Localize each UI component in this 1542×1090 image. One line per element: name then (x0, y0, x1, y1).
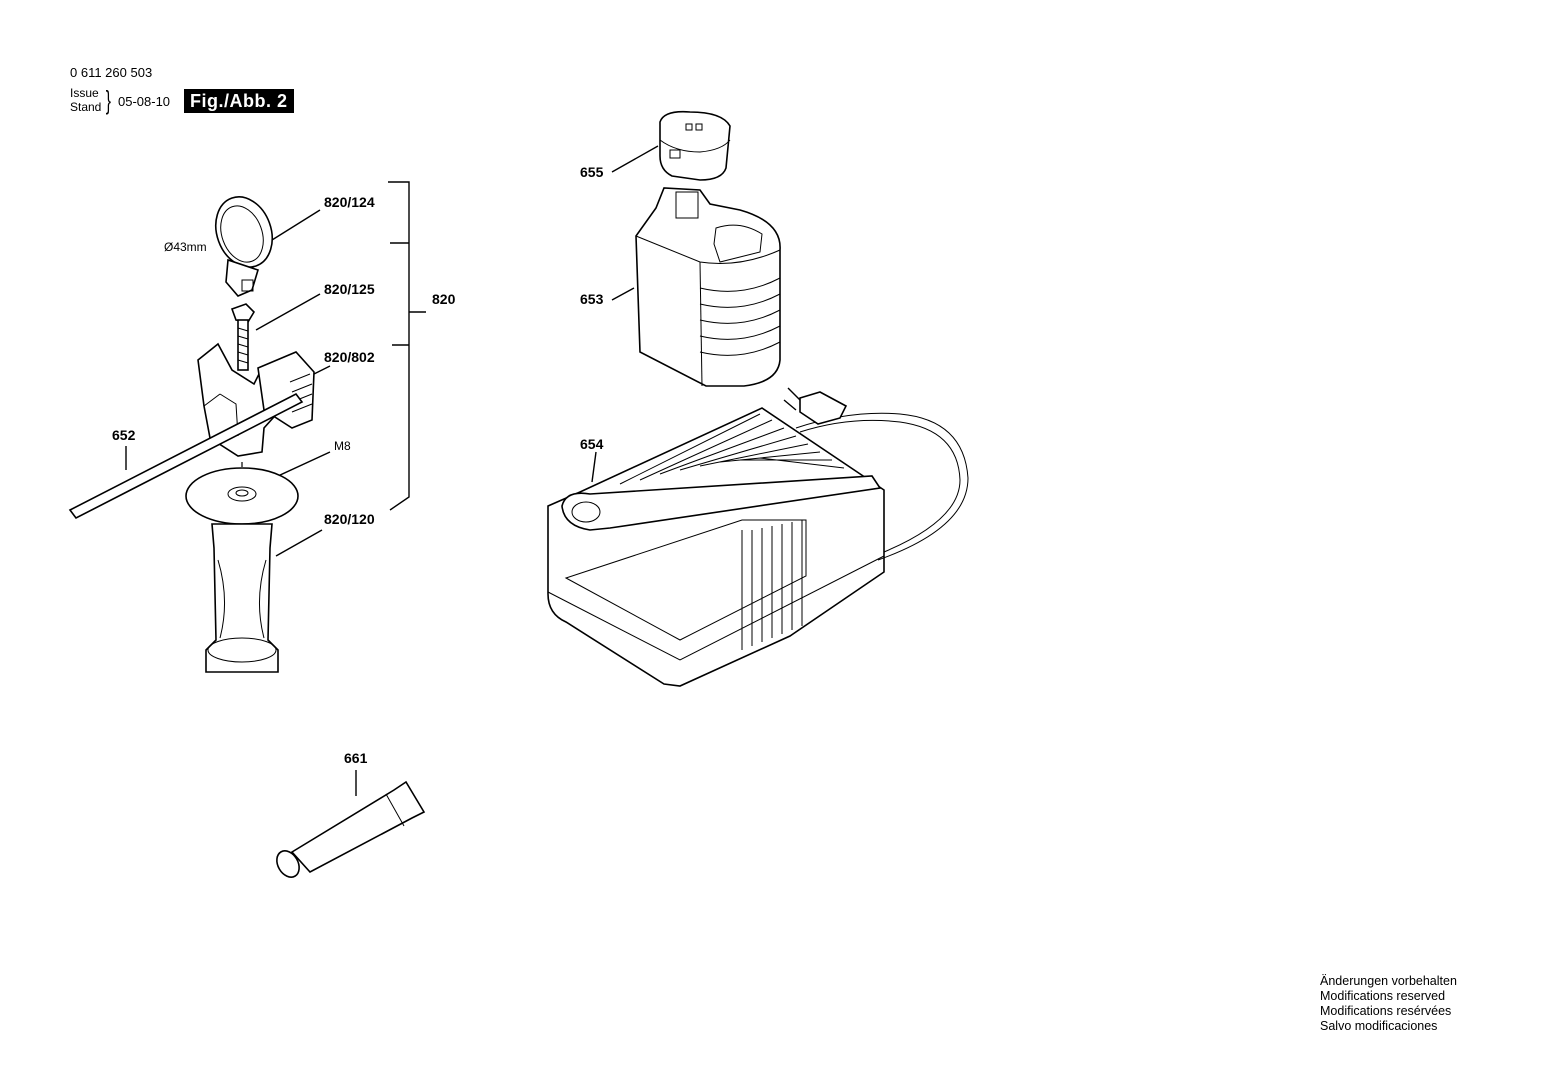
part-number: 0 611 260 503 (70, 65, 153, 80)
charger-cable (783, 387, 969, 561)
note-de: Änderungen vorbehalten (1320, 974, 1457, 988)
note-fr: Modifications resérvées (1320, 1004, 1452, 1018)
callout-653: 653 (580, 291, 604, 307)
callout-655: 655 (580, 164, 604, 180)
plug-part (799, 391, 848, 425)
issue-label: Issue (70, 86, 99, 100)
callout-820-124: 820/124 (324, 194, 375, 210)
brace-glyph: } (105, 85, 111, 115)
modification-notes: Änderungen vorbehalten Modifications res… (1320, 974, 1457, 1034)
battery-charger-assembly (547, 110, 969, 687)
callout-652: 652 (112, 427, 136, 443)
callout-820-120: 820/120 (324, 511, 375, 527)
note-en: Modifications reserved (1320, 989, 1446, 1003)
depth-rod-part (68, 392, 304, 520)
callout-820-802: 820/802 (324, 349, 375, 365)
callout-820-125: 820/125 (324, 281, 375, 297)
handle-disc (185, 467, 299, 525)
charger-part (547, 407, 885, 687)
figure-label: Fig./Abb. 2 (184, 89, 294, 113)
bolt-part (230, 293, 321, 371)
group-bracket-820 (388, 181, 410, 511)
clamp-band-part (214, 196, 321, 297)
stand-label: Stand (70, 100, 102, 114)
issue-date: 05-08-10 (118, 94, 171, 109)
grease-tube-part (276, 770, 426, 878)
note-es: Salvo modificaciones (1320, 1019, 1438, 1033)
battery-cap-part (611, 110, 731, 181)
callout-654: 654 (580, 436, 604, 452)
dimension-43mm: Ø43mm (164, 240, 207, 254)
thread-m8: M8 (334, 439, 351, 453)
callout-661: 661 (344, 750, 368, 766)
battery-pack-part (611, 187, 781, 387)
grip-part (205, 523, 323, 673)
issue-stand-label: Issue Stand (70, 86, 101, 114)
callout-820: 820 (432, 291, 456, 307)
side-handle-assembly (68, 181, 426, 878)
